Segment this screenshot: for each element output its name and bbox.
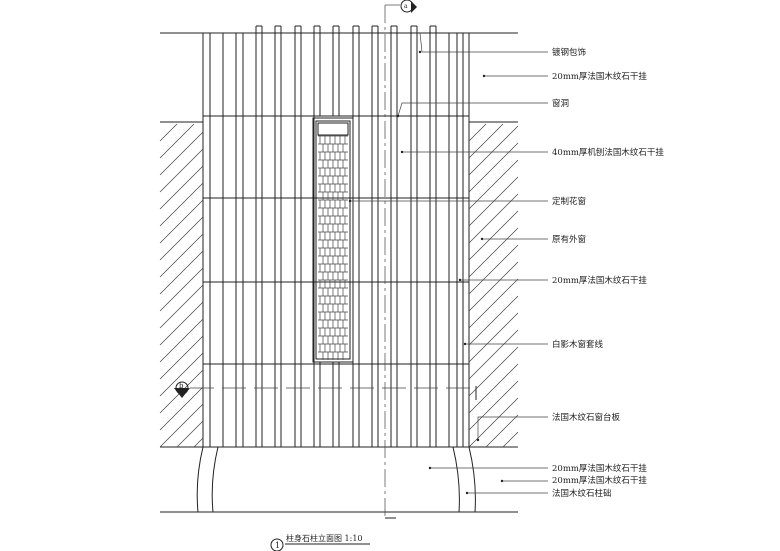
leader-dot	[418, 50, 422, 54]
hatch-line	[159, 267, 204, 312]
leader-dot	[348, 199, 352, 203]
callout-label: 20mm厚法国木纹石干挂	[552, 275, 647, 286]
callout-leaders	[348, 32, 548, 495]
leader-dot	[428, 466, 432, 470]
section-marker-a-label: a	[404, 3, 408, 10]
hatch-line	[468, 278, 519, 329]
leader-dot	[480, 237, 484, 241]
hatch-line	[468, 312, 519, 363]
hatch-line	[159, 182, 204, 227]
drawing-index-number: 1	[275, 541, 280, 550]
hatch-line	[468, 380, 519, 431]
leader-dot	[465, 491, 469, 495]
hatch-line	[193, 437, 204, 448]
leader-dot	[458, 278, 462, 282]
hatch-line	[159, 123, 178, 142]
leader-dot	[482, 74, 486, 78]
leader-dot	[463, 342, 467, 346]
drawing-title-block: 1 柱身石柱立面图 1:10	[270, 533, 370, 551]
callout-label: 20mm厚法国木纹石干挂	[552, 463, 647, 474]
hatch-line	[159, 284, 204, 329]
column-body	[160, 4, 518, 519]
leader-dot	[476, 438, 480, 442]
hatch-line	[159, 352, 204, 397]
hatch-line	[468, 125, 519, 176]
hatch-line	[159, 403, 204, 448]
hatch-line	[485, 414, 519, 448]
callout-labels: 镀钢包饰 20mm厚法国木纹石干挂 窗洞 40mm厚机刨法国木纹石干挂 定制花窗…	[552, 47, 664, 499]
hatch-line	[468, 142, 519, 193]
hatch-line	[468, 346, 519, 397]
callout-label: 镀钢包饰	[552, 47, 587, 58]
callout-label: 法国木纹石柱础	[552, 488, 612, 499]
hatch-line	[468, 363, 519, 414]
callout-label: 法国木纹石窗台板	[552, 412, 621, 423]
leader-dot	[396, 114, 400, 118]
plinth-curve	[468, 446, 476, 513]
custom-window	[312, 117, 354, 363]
hatch-line	[468, 329, 519, 380]
hatch-line	[468, 193, 519, 244]
leader-dot	[500, 479, 504, 483]
drawing-index-circle	[270, 538, 284, 551]
callout-label: 20mm厚法国木纹石干挂	[552, 475, 647, 486]
leader-line	[419, 32, 548, 53]
hatch-line	[468, 227, 519, 278]
plinth-curve	[452, 446, 460, 513]
hatch-line	[468, 176, 519, 227]
hatch-line	[159, 216, 204, 261]
hatch-line	[159, 199, 204, 244]
hatch-line	[159, 148, 204, 193]
plinth-curve	[196, 446, 204, 513]
hatch-line	[159, 250, 204, 295]
hatch-line	[159, 165, 204, 210]
leader-line	[397, 102, 548, 117]
hatch-line	[502, 431, 519, 448]
callout-label: 20mm厚法国木纹石干挂	[552, 71, 647, 82]
hatch-line	[468, 123, 504, 159]
hatch-line	[159, 335, 204, 380]
hatch-line	[159, 233, 204, 278]
callout-label: 白影木窗套线	[552, 339, 604, 350]
callout-label: 窗洞	[552, 98, 569, 109]
hatch-line	[468, 244, 519, 295]
drawing-title: 柱身石柱立面图 1:10	[286, 533, 363, 543]
hatch-line	[468, 123, 487, 142]
callout-label: 40mm厚机刨法国木纹石干挂	[552, 147, 664, 158]
section-marker-b-label: b	[179, 382, 184, 390]
section-marker-b[interactable]: b	[174, 381, 190, 398]
hatch-line	[159, 318, 204, 363]
hatch-line	[468, 295, 519, 346]
hatch-line	[159, 123, 195, 159]
hatch-line	[468, 210, 519, 261]
hatch-line	[159, 131, 204, 176]
window-frame	[312, 117, 354, 363]
callout-label: 定制花窗	[552, 196, 586, 207]
plinth-curve	[211, 446, 219, 513]
leader-dot	[400, 150, 404, 154]
hatch-line	[468, 261, 519, 312]
hatch-line	[176, 420, 204, 448]
hatch-line	[468, 397, 519, 448]
hatch-line	[159, 301, 204, 346]
callout-label: 原有外窗	[552, 234, 586, 245]
leader-line	[477, 416, 548, 440]
hatch-line	[159, 386, 204, 431]
window-head-panel	[317, 122, 349, 136]
section-marker-a[interactable]: a	[400, 0, 417, 13]
